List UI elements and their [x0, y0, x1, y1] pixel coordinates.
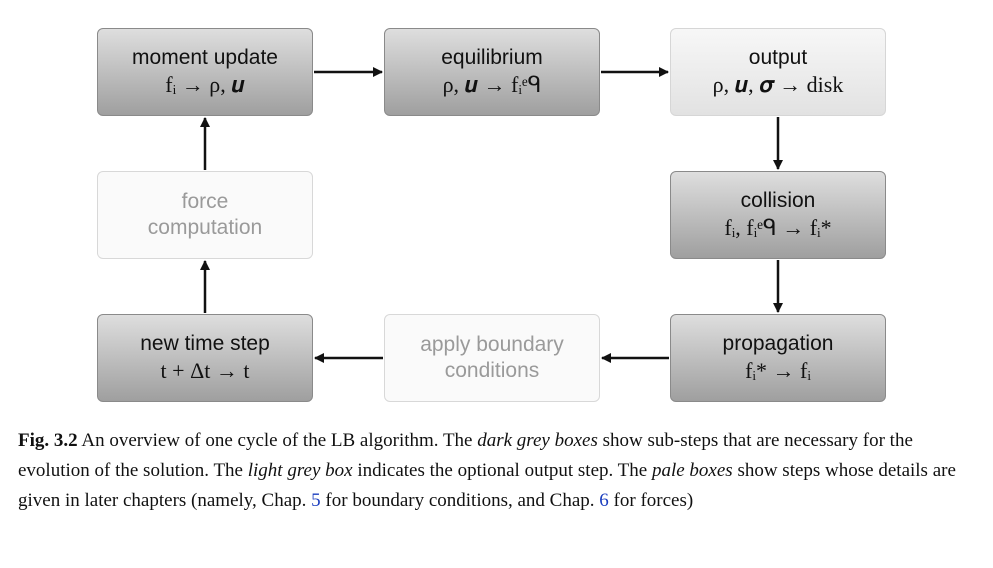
new-time-step-title: new time step	[140, 332, 270, 355]
force-title-line2: computation	[147, 216, 263, 239]
propagation-box: propagation fᵢ* → fᵢ	[670, 314, 886, 402]
chapter-6-link[interactable]: 6	[599, 490, 609, 511]
collision-title: collision	[740, 189, 816, 212]
caption-emphasis-dark: dark grey boxes	[477, 430, 598, 451]
output-title: output	[748, 46, 808, 69]
moment-update-title: moment update	[132, 46, 278, 69]
chapter-5-link[interactable]: 5	[311, 490, 321, 511]
equilibrium-box: equilibrium ρ, 𝒖 → fᵢᵉᑫ	[384, 28, 600, 116]
caption-emphasis-pale: pale boxes	[651, 460, 733, 481]
moment-update-formula: fᵢ → ρ, 𝒖	[165, 72, 245, 97]
boundary-conditions-box: apply boundary conditions	[384, 314, 600, 402]
new-time-step-formula: t + Δt → t	[160, 358, 250, 383]
caption-text-6: for forces)	[608, 490, 694, 511]
new-time-step-box: new time step t + Δt → t	[97, 314, 313, 402]
figure-label: Fig. 3.2	[18, 430, 78, 451]
equilibrium-formula: ρ, 𝒖 → fᵢᵉᑫ	[442, 72, 542, 97]
caption-text-1: An overview of one cycle of the LB algor…	[77, 430, 478, 451]
caption-text-3: indicates the optional output step. The	[352, 460, 652, 481]
caption-text-5: for boundary conditions, and Chap.	[320, 490, 600, 511]
boundary-title-line2: conditions	[444, 359, 540, 382]
force-title-line1: force	[181, 190, 229, 213]
propagation-formula: fᵢ* → fᵢ	[745, 358, 811, 383]
boundary-title-line1: apply boundary	[420, 333, 564, 356]
moment-update-box: moment update fᵢ → ρ, 𝒖	[97, 28, 313, 116]
output-box: output ρ, 𝒖, 𝝈 → disk	[670, 28, 886, 116]
flow-arrows	[200, 67, 783, 363]
figure-caption: Fig. 3.2 An overview of one cycle of the…	[18, 426, 978, 516]
collision-formula: fᵢ, fᵢᵉᑫ → fᵢ*	[724, 215, 832, 240]
equilibrium-title: equilibrium	[441, 46, 543, 69]
propagation-title: propagation	[722, 332, 834, 355]
caption-emphasis-light: light grey box	[247, 460, 353, 481]
collision-box: collision fᵢ, fᵢᵉᑫ → fᵢ*	[670, 171, 886, 259]
caption-text-2: show sub-steps that are necessary for th…	[18, 430, 913, 481]
caption-text-4: show steps whose details are given in la…	[18, 460, 956, 511]
force-computation-box: force computation	[97, 171, 313, 259]
output-formula: ρ, 𝒖, 𝝈 → disk	[712, 72, 844, 97]
